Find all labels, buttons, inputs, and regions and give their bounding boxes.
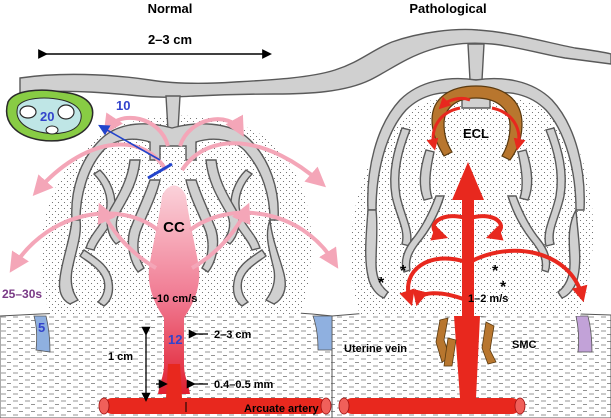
spiral-artery-normal	[148, 185, 200, 394]
arcuate-label: Arcuate artery	[244, 403, 319, 415]
artery-width-label: 2–3 cm	[214, 329, 252, 341]
pink-flow-arrows	[9, 112, 339, 273]
pointer-arrow	[98, 124, 161, 161]
red-flow	[399, 96, 588, 316]
pointer-bar	[147, 162, 173, 180]
arcuate-artery-left	[104, 398, 326, 414]
star-2: *	[400, 263, 407, 280]
arcuate-artery-right	[344, 398, 520, 414]
uterine-vein-left	[33, 315, 51, 353]
uterine-vein-label: Uterine vein	[344, 343, 407, 355]
star-4: *	[500, 279, 507, 296]
title-pathological: Pathological	[409, 1, 486, 16]
speed-path-label: 1–2 m/s	[468, 293, 508, 305]
uterine-vein-mid	[312, 315, 333, 351]
ecl-label: ECL	[463, 126, 489, 141]
title-normal: Normal	[148, 1, 193, 16]
smc-label: SMC	[512, 339, 537, 351]
vein-number-left: 5	[38, 320, 45, 335]
time-label: 25–30s	[2, 287, 42, 301]
uterine-vein-right	[575, 315, 593, 353]
ecl-crescent	[431, 85, 523, 161]
star-1: *	[378, 275, 385, 292]
star-3: *	[492, 263, 499, 280]
villus-number: 20	[40, 109, 54, 124]
villus-cross-section	[5, 89, 94, 142]
artery-width-marks	[156, 329, 208, 389]
span-label: 2–3 cm	[148, 32, 192, 47]
cc-label: CC	[163, 219, 185, 236]
artery-narrow-label: 0.4–0.5 mm	[214, 379, 274, 391]
spiral-artery-pathological	[454, 316, 480, 398]
villous-tree-pathological	[364, 43, 585, 299]
smc-remnants	[435, 317, 497, 367]
depth-label: 1 cm	[108, 351, 133, 363]
artery-number: 12	[168, 332, 182, 347]
speed-normal-label: ~10 cm/s	[151, 293, 198, 305]
pointer-number: 10	[116, 98, 130, 113]
